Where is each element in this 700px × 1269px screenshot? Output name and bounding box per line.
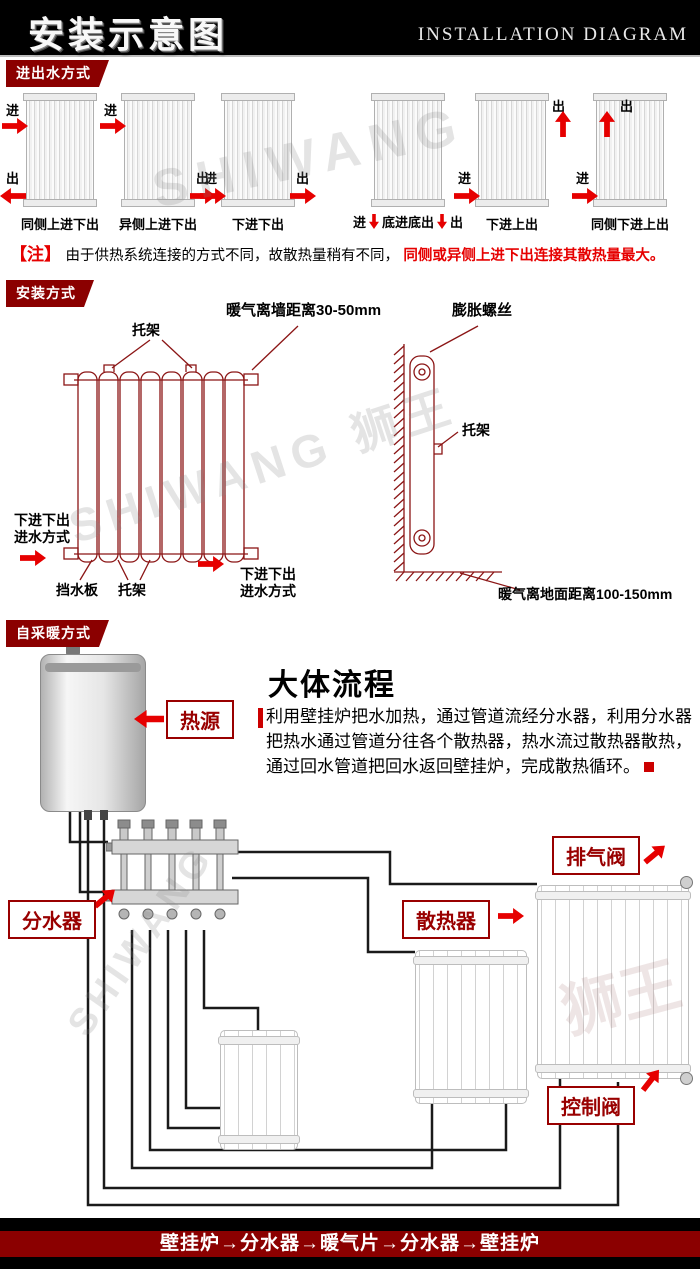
flow-arrow-right-icon [20, 550, 46, 566]
watermark-text: SHIWANG [60, 836, 223, 1045]
wall-distance-label: 暖气离墙距离30-50mm [226, 302, 382, 319]
boiler-pipe-stub [84, 810, 92, 820]
note-line: 【注】 由于供热系统连接的方式不同，故散热量稍有不同， 同侧或异侧上进下出连接其… [10, 240, 698, 265]
section-badge-install: 安装方式 [6, 280, 94, 307]
note-text-highlight: 同侧或异侧上进下出连接其散热量最大。 [403, 248, 665, 264]
flow-arrow-right-icon [2, 118, 28, 134]
in-label: 进 [6, 103, 20, 118]
in-label: 进 [352, 215, 366, 230]
in-label: 进 [104, 103, 118, 118]
inlet-type-6: 出 进 同侧下进上出 [572, 93, 669, 234]
flow-arrow-down-icon [368, 214, 379, 229]
header: 安装示意图 INSTALLATION DIAGRAM [0, 0, 700, 57]
out-label: 出 [196, 171, 210, 186]
inlet-type-label: 同侧上进下出 [20, 217, 100, 232]
watermark-text: SHIWANG 狮王 [60, 369, 465, 557]
out-label: 出 [620, 99, 634, 114]
radiator-image [221, 93, 295, 207]
control-valve-image [680, 1072, 693, 1085]
manifold-image [106, 819, 239, 920]
radiator-tag: 散热器 [402, 900, 490, 939]
inlet-type-1: 进 出 同侧上进下出 [23, 93, 99, 234]
radiator-image [23, 93, 97, 207]
flow-summary: 壁挂炉→分水器→暖气片→分水器→壁挂炉 [0, 1231, 700, 1257]
bracket-label-bottom: 托架 [118, 582, 146, 598]
installation-diagram-svg [63, 325, 521, 591]
flow-arrow-down-icon [437, 214, 448, 229]
inlet-type-label-row: 进 底进底出 出 [353, 212, 463, 231]
water-baffle-label: 挡水板 [56, 582, 98, 598]
bracket-label-side: 托架 [462, 422, 490, 438]
accent-bar [258, 708, 263, 728]
pointer-arrow-upright-icon [640, 840, 670, 869]
control-valve-tag: 控制阀 [547, 1086, 635, 1125]
footer: 壁挂炉→分水器→暖气片→分水器→壁挂炉 [0, 1218, 700, 1269]
wall-boiler-image [40, 654, 146, 812]
out-label: 出 [450, 215, 464, 230]
inlet-type-label: 下进上出 [485, 217, 539, 232]
section-badge-heating: 自采暖方式 [6, 620, 109, 647]
page-title: 安装示意图 [28, 14, 229, 55]
inlet-type-2: 进 出 异侧上进下出 [100, 93, 216, 234]
out-label: 出 [296, 171, 310, 186]
inlet-type-3: 进 出 下进下出 [200, 93, 316, 234]
radiator-small [218, 1030, 300, 1150]
pointer-arrow-right-icon [498, 908, 524, 924]
inlet-type-label: 底进底出 [381, 215, 435, 230]
process-paragraph: 利用壁挂炉把水加热，通过管道流经分水器，利用分水器把热水通过管道分往各个散热器，… [266, 704, 692, 779]
floor-distance-label: 暖气离地面距离100-150mm [498, 586, 673, 602]
watermark-en: SHIWANG [62, 418, 342, 554]
out-label: 出 [6, 171, 20, 186]
note-prefix: 【注】 [10, 245, 61, 264]
inlet-type-label: 下进下出 [231, 217, 285, 232]
inlet-mode-label-right: 下进下出 进水方式 [240, 566, 296, 599]
radiator-image [371, 93, 445, 207]
radiator-image [121, 93, 195, 207]
exhaust-valve-tag: 排气阀 [552, 836, 640, 875]
inlet-type-label: 异侧上进下出 [118, 217, 198, 232]
radiator-medium [413, 950, 529, 1104]
heat-source-tag: 热源 [166, 700, 234, 739]
section-badge-inlet: 进出水方式 [6, 60, 109, 87]
radiator-large [535, 885, 691, 1079]
boiler-pipe-stub [100, 810, 108, 820]
flow-arrow-right-icon [100, 118, 126, 134]
radiator-image [475, 93, 549, 207]
inlet-mode-label-left: 下进下出 进水方式 [14, 512, 70, 545]
page-subtitle-en: INSTALLATION DIAGRAM [417, 24, 688, 45]
inlet-type-5: 进 出 下进上出 [454, 93, 549, 234]
inlet-type-label: 同侧下进上出 [590, 217, 670, 232]
manifold-tag: 分水器 [8, 900, 96, 939]
out-label: 出 [552, 99, 566, 114]
bracket-label-top: 托架 [132, 322, 160, 338]
process-title: 大体流程 [268, 669, 396, 702]
in-label: 进 [204, 171, 218, 186]
in-label: 进 [576, 171, 590, 186]
note-text: 由于供热系统连接的方式不同，故散热量稍有不同， [65, 248, 399, 264]
expansion-screw-label: 膨胀螺丝 [452, 302, 513, 319]
exhaust-valve-image [680, 876, 693, 889]
flow-arrow-right-icon [198, 556, 224, 572]
inlet-type-4: 进 底进底出 出 [353, 93, 463, 234]
in-label: 进 [458, 171, 472, 186]
watermark-cn: 狮王 [344, 378, 464, 462]
